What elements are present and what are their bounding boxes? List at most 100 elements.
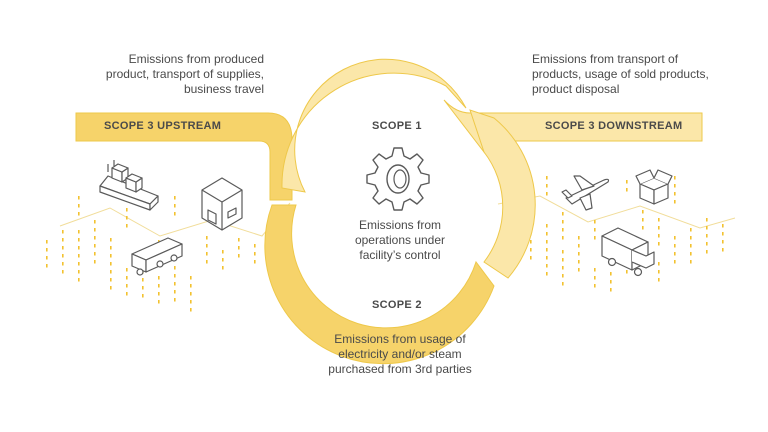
decorative-dot: [238, 254, 240, 258]
decorative-dot: [206, 244, 208, 248]
decorative-dot: [78, 278, 80, 282]
decorative-dot: [594, 236, 596, 240]
decorative-dot: [206, 252, 208, 256]
decorative-dot: [222, 258, 224, 262]
decorative-dot: [562, 212, 564, 216]
decorative-dot: [78, 196, 80, 200]
decorative-dot: [578, 268, 580, 272]
decorative-dot: [674, 260, 676, 264]
decorative-dot: [254, 244, 256, 248]
scope-ring-right-arc: [469, 109, 536, 279]
decorative-dot: [546, 184, 548, 188]
decorative-dot: [78, 246, 80, 250]
decorative-dot: [722, 224, 724, 228]
decorative-dot: [174, 196, 176, 200]
decorative-dot: [562, 258, 564, 262]
decorative-dot: [62, 262, 64, 266]
decorative-dot: [706, 242, 708, 246]
description-line: Emissions from: [358, 218, 441, 232]
decorative-dot: [706, 218, 708, 222]
decorative-dot: [530, 240, 532, 244]
decorative-dot: [546, 240, 548, 244]
decorative-dot: [78, 262, 80, 266]
decorative-dot: [206, 236, 208, 240]
description-line: Emissions from usage of: [334, 332, 466, 346]
description-line: Emissions from produced: [128, 52, 264, 66]
gear-icon: [366, 147, 430, 211]
airplane-icon: [561, 175, 610, 211]
decorative-dot: [94, 252, 96, 256]
decorative-dot: [174, 266, 176, 270]
decorative-dot: [706, 226, 708, 230]
decorative-dot: [594, 268, 596, 272]
decorative-dot: [94, 220, 96, 224]
decorative-dot: [126, 216, 128, 220]
decorative-dot: [126, 268, 128, 272]
decorative-dot: [190, 284, 192, 288]
decorative-dot: [94, 244, 96, 248]
description-line: purchased from 3rd parties: [328, 362, 472, 376]
decorative-dot: [626, 180, 628, 184]
decorative-dot: [562, 250, 564, 254]
decorative-dot: [674, 192, 676, 196]
decorative-dot: [658, 242, 660, 246]
decorative-dot: [546, 264, 548, 268]
warehouse-icon: [201, 177, 243, 231]
decorative-dot: [546, 192, 548, 196]
decorative-dot: [238, 238, 240, 242]
decorative-dot: [190, 276, 192, 280]
decorative-dot: [190, 308, 192, 312]
decorative-dot: [610, 272, 612, 276]
decorative-dot: [562, 228, 564, 232]
description-line: business travel: [183, 82, 264, 96]
description-line: Emissions from transport of: [532, 52, 679, 66]
decorative-dot: [158, 292, 160, 296]
scope3-upstream-band: [75, 112, 293, 201]
decorative-dot: [94, 260, 96, 264]
decorative-dot: [690, 228, 692, 232]
scope3-downstream-description: Emissions from transport of products, us…: [532, 52, 752, 97]
decorative-dot: [110, 270, 112, 274]
decorative-dot: [594, 276, 596, 280]
decorative-dot: [594, 228, 596, 232]
decorative-dot: [62, 238, 64, 242]
decorative-dot: [126, 284, 128, 288]
decorative-dot: [78, 212, 80, 216]
decorative-dot: [562, 274, 564, 278]
decorative-dot: [174, 290, 176, 294]
decorative-dot: [690, 260, 692, 264]
scope3-upstream-title: SCOPE 3 UPSTREAM: [104, 120, 222, 132]
decorative-dot: [174, 274, 176, 278]
decorative-dot: [190, 300, 192, 304]
decorative-dot: [158, 276, 160, 280]
decorative-dot: [62, 270, 64, 274]
decorative-dot: [78, 230, 80, 234]
cargo-ship-icon: [99, 160, 159, 211]
decorative-dot: [578, 244, 580, 248]
decorative-dot: [642, 218, 644, 222]
decorative-dot: [722, 248, 724, 252]
scope3-upstream-description: Emissions from produced product, transpo…: [64, 52, 264, 97]
decorative-dot: [658, 234, 660, 238]
decorative-dot: [254, 252, 256, 256]
decorative-dot: [594, 220, 596, 224]
decorative-dot: [174, 204, 176, 208]
decorative-dot: [642, 226, 644, 230]
decorative-dot: [142, 286, 144, 290]
decorative-dot: [190, 292, 192, 296]
decorative-dot: [562, 266, 564, 270]
decorative-dot: [222, 250, 224, 254]
decorative-dot: [578, 260, 580, 264]
scope2-title: SCOPE 2: [372, 299, 422, 311]
description-line: product disposal: [532, 82, 620, 96]
decorative-dot: [562, 220, 564, 224]
decorative-dot: [206, 260, 208, 264]
decorative-dot: [706, 250, 708, 254]
decorative-dot: [562, 282, 564, 286]
decorative-dot: [530, 256, 532, 260]
decorative-dot: [62, 254, 64, 258]
decorative-dot: [562, 236, 564, 240]
decorative-dot: [658, 270, 660, 274]
decorative-dot: [110, 262, 112, 266]
